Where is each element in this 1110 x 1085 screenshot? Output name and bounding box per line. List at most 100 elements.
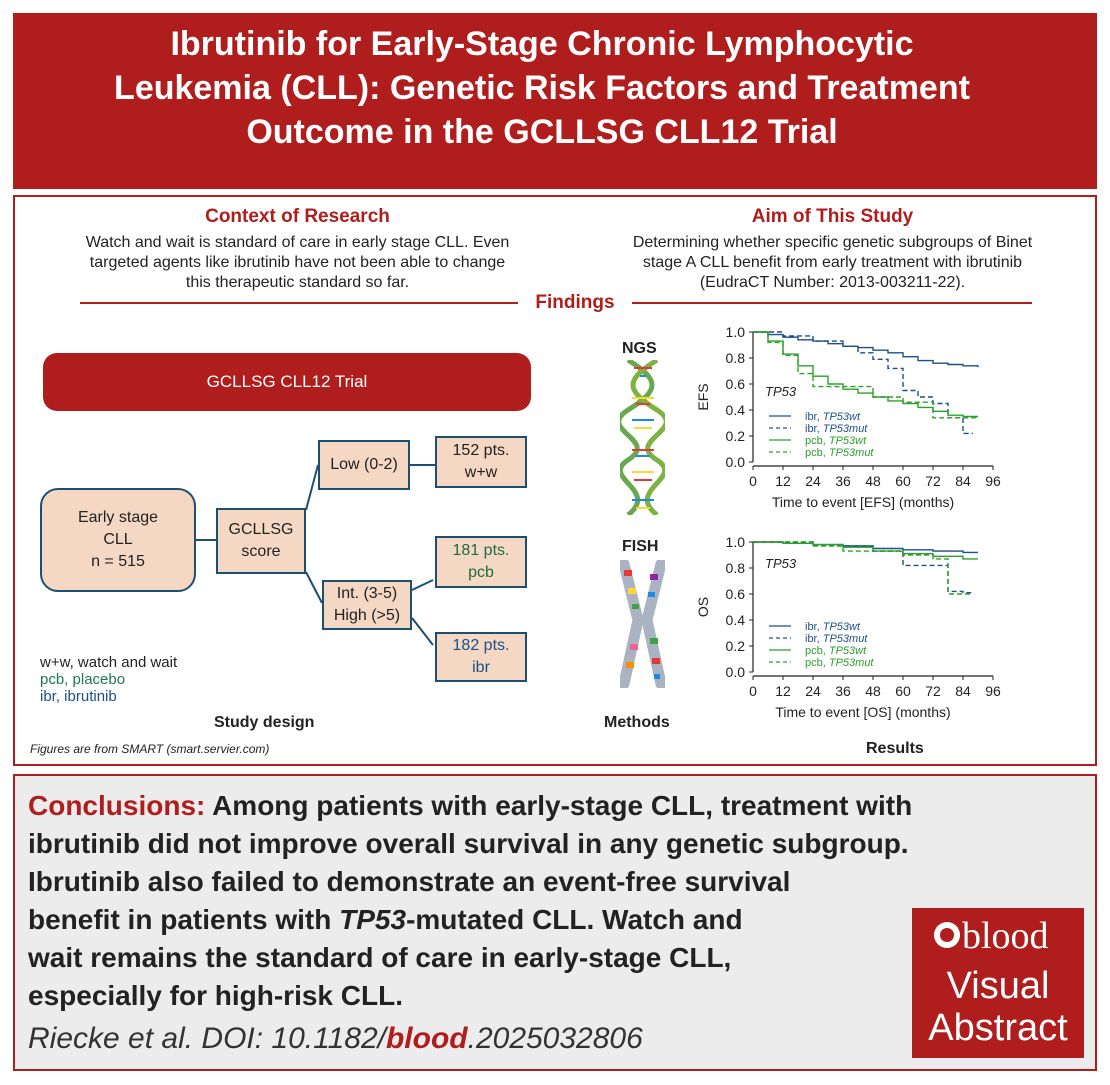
- y-tick-label: 0.4: [726, 612, 746, 628]
- km-curve-pcb-tp53wt: [753, 331, 978, 418]
- context-heading: Context of Research: [205, 206, 390, 227]
- km-curve-pcb-tp53mut: [753, 541, 973, 595]
- y-tick-label: 0.2: [726, 638, 746, 654]
- aim-text: Determining whether specific genetic sub…: [580, 233, 1085, 293]
- conclusions-text: Conclusions: Among patients with early-s…: [28, 787, 1048, 1015]
- x-tick-label: 0: [749, 473, 757, 489]
- y-tick-label: 0.6: [726, 586, 746, 602]
- pcb-arm-box: 181 pts. pcb: [435, 536, 527, 588]
- blood-visual-abstract-logo: blood Visual Abstract: [912, 908, 1084, 1058]
- connector-score-low: [305, 464, 319, 511]
- results-caption: Results: [866, 740, 924, 757]
- legend-ibr: ibr, ibrutinib: [40, 688, 117, 705]
- ibr-arm-box: 182 pts. ibr: [435, 632, 527, 682]
- trial-banner: GCLLSG CLL12 Trial: [43, 353, 531, 411]
- x-tick-label: 24: [805, 683, 821, 699]
- high-risk-label: High (>5): [333, 607, 401, 624]
- pcb-arm-label: pcb: [468, 564, 494, 581]
- legend-entry: ibr, TP53wt: [805, 411, 861, 423]
- title-line-2: Leukemia (CLL): Genetic Risk Factors and…: [114, 69, 970, 107]
- findings-rule-left: [80, 302, 518, 304]
- score-box: GCLLSG score: [216, 508, 306, 574]
- conclusions-line-4a: benefit in patients with: [28, 904, 340, 935]
- y-tick-label: 0.4: [726, 402, 746, 418]
- aim-line-3: (EudraCT Number: 2013-003211-22).: [699, 274, 966, 291]
- conclusions-line-6: especially for high-risk CLL.: [28, 980, 403, 1011]
- ww-arm-label: w+w: [464, 464, 498, 481]
- ngs-label: NGS: [622, 340, 657, 357]
- aim-line-2: stage A CLL benefit from early treatment…: [642, 254, 1023, 271]
- methods-caption: Methods: [604, 714, 670, 731]
- x-tick-label: 12: [775, 473, 791, 489]
- km-curve-pcb-tp53wt: [753, 541, 978, 560]
- low-risk-box: Low (0-2): [318, 440, 410, 490]
- conclusions-line-1: Among patients with early-stage CLL, tre…: [205, 790, 913, 821]
- title-banner: [13, 13, 1097, 189]
- x-axis-label: Time to event [EFS] (months): [772, 494, 954, 510]
- x-tick-label: 72: [925, 683, 941, 699]
- x-tick-label: 60: [895, 683, 911, 699]
- x-tick-label: 36: [835, 473, 851, 489]
- context-line-1: Watch and wait is standard of care in ea…: [85, 234, 510, 251]
- citation-prefix: Riecke et al. DOI: 10.1182/: [28, 1022, 386, 1055]
- km-curve-ibr-tp53wt: [753, 331, 979, 368]
- score-line-1: GCLLSG: [228, 521, 294, 538]
- ibr-arm-label: ibr: [472, 659, 490, 676]
- legend-entry: pcb, TP53wt: [805, 645, 867, 657]
- logo-visual: Visual: [946, 965, 1050, 1007]
- context-line-2: targeted agents like ibrutinib have not …: [89, 254, 506, 271]
- tp53-annotation: TP53: [765, 556, 797, 571]
- ww-arm-box: 152 pts. w+w: [435, 436, 527, 488]
- title-line-3: Outcome in the GCLLSG CLL12 Trial: [246, 113, 838, 151]
- y-tick-label: 0.8: [726, 560, 746, 576]
- legend-entry: pcb, TP53mut: [805, 657, 874, 669]
- legend-entry: ibr, TP53mut: [805, 423, 868, 435]
- x-tick-label: 60: [895, 473, 911, 489]
- connector-inthigh-ibr: [411, 617, 434, 646]
- page-title: Ibrutinib for Early-Stage Chronic Lympho…: [60, 22, 1024, 154]
- study-design-caption: Study design: [214, 714, 315, 731]
- blood-wordmark: blood: [962, 915, 1049, 957]
- findings-panel: [13, 195, 1097, 766]
- y-tick-label: 0.0: [726, 664, 746, 680]
- conclusions-label: Conclusions:: [28, 790, 206, 821]
- dna-icon: [620, 360, 665, 515]
- y-tick-label: 1.0: [726, 324, 746, 340]
- score-line-2: score: [241, 543, 281, 560]
- x-tick-label: 12: [775, 683, 791, 699]
- x-tick-label: 96: [985, 683, 1001, 699]
- context-line-3: this therapeutic standard so far.: [185, 274, 410, 291]
- legend-entry: pcb, TP53wt: [805, 435, 867, 447]
- legend-entry: ibr, TP53wt: [805, 621, 861, 633]
- x-tick-label: 72: [925, 473, 941, 489]
- ww-arm-count: 152 pts.: [452, 442, 510, 459]
- x-tick-label: 84: [955, 473, 971, 489]
- conclusions-line-4c: -mutated CLL. Watch and: [406, 904, 743, 935]
- y-tick-label: 0.2: [726, 428, 746, 444]
- conclusions-line-5: wait remains the standard of care in ear…: [28, 942, 732, 973]
- source-note: Figures are from SMART (smart.servier.co…: [30, 742, 270, 756]
- conclusions-tp53: TP53: [339, 904, 407, 935]
- y-axis-label: OS: [695, 597, 711, 617]
- citation: Riecke et al. DOI: 10.1182/blood.2025032…: [28, 1022, 643, 1056]
- tp53-annotation: TP53: [765, 384, 797, 399]
- x-axis-label: Time to event [OS] (months): [775, 704, 950, 720]
- early-stage-line-2: CLL: [103, 531, 133, 548]
- x-tick-label: 48: [865, 473, 881, 489]
- y-tick-label: 0.0: [726, 454, 746, 470]
- y-tick-label: 0.8: [726, 350, 746, 366]
- connector-score-inthigh: [305, 571, 323, 604]
- early-stage-line-1: Early stage: [77, 509, 159, 526]
- context-text: Watch and wait is standard of care in ea…: [40, 233, 555, 293]
- early-stage-box: Early stage CLL n = 515: [40, 488, 196, 592]
- legend-pcb: pcb, placebo: [40, 671, 126, 688]
- conclusions-line-3: Ibrutinib also failed to demonstrate an …: [28, 866, 791, 897]
- km-curve-pcb-tp53mut: [753, 331, 978, 419]
- x-tick-label: 0: [749, 683, 757, 699]
- x-tick-label: 24: [805, 473, 821, 489]
- pcb-arm-count: 181 pts.: [452, 542, 510, 559]
- legend-entry: ibr, TP53mut: [805, 633, 868, 645]
- study-design-connectors: [195, 464, 435, 646]
